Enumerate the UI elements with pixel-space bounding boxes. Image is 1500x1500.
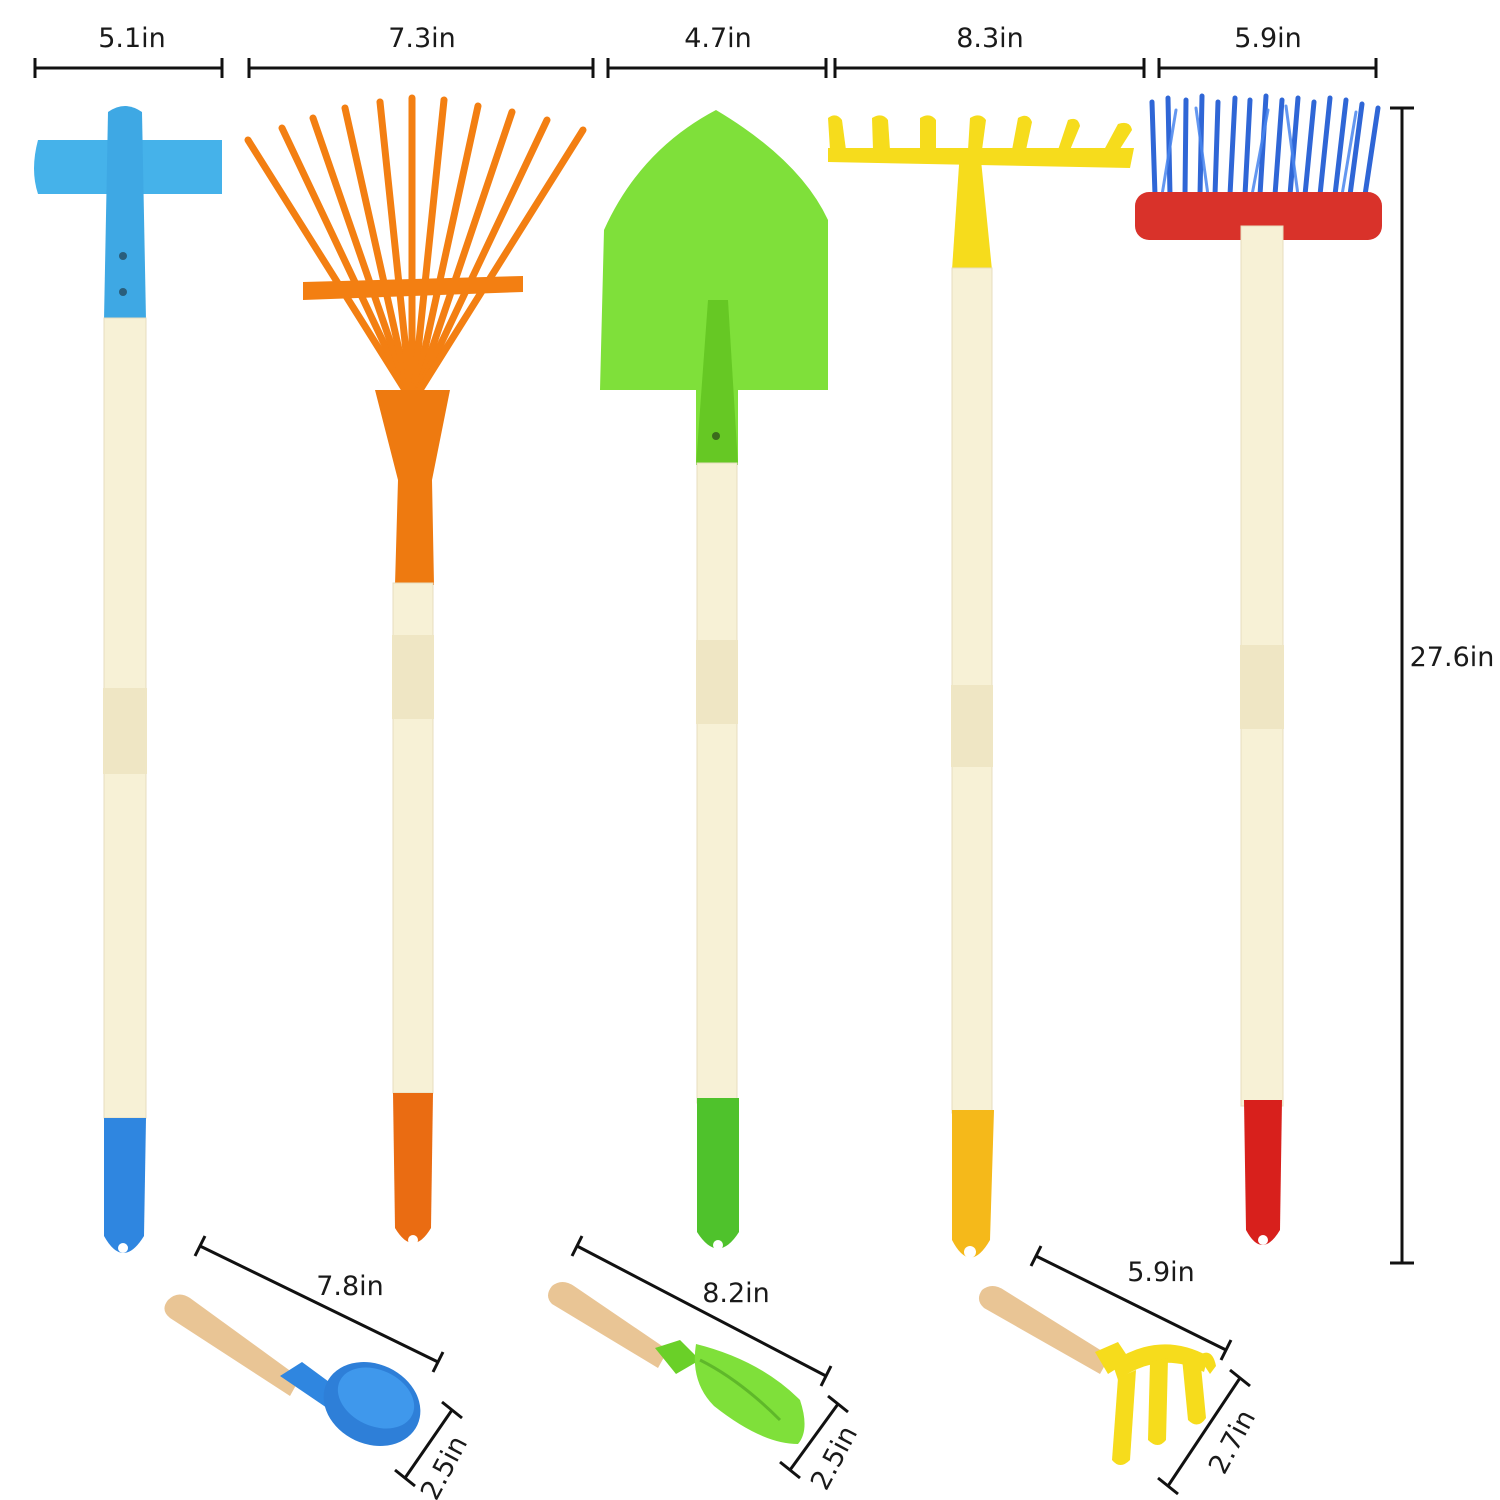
hand-rake-handle	[978, 1286, 1110, 1374]
dimension-long-tool-height: 27.6in	[1390, 106, 1495, 1265]
garden-rake-head	[828, 148, 1134, 168]
shovel-blade	[600, 110, 828, 465]
leaf-rake-neck	[375, 390, 450, 585]
scoop-handle	[164, 1294, 300, 1396]
hand-rake-head	[1112, 1344, 1216, 1465]
dimension-scoop-length: 7.8in	[193, 1235, 445, 1373]
shovel-tool	[600, 110, 828, 1250]
dimension-hand-rake-length: 5.9in	[1029, 1245, 1233, 1361]
trowel-length-label: 8.2in	[702, 1278, 770, 1309]
dimension-hand-rake-width: 2.7in	[1157, 1368, 1262, 1496]
garden-rake-width-label: 8.3in	[956, 23, 1024, 54]
hoe-handle-joint	[103, 688, 147, 774]
dimension-hoe-width: 5.1in	[33, 23, 224, 78]
hoe-tool	[34, 106, 222, 1253]
dimension-garden-rake-width: 8.3in	[833, 23, 1146, 78]
hoe-width-label: 5.1in	[98, 23, 166, 54]
garden-rake-neck	[952, 150, 992, 270]
trowel-handle	[548, 1282, 668, 1368]
hoe-grip	[104, 1118, 146, 1253]
dimension-broom-width: 5.9in	[1157, 23, 1378, 78]
scoop-tool	[164, 1294, 421, 1446]
leaf-rake-tool	[244, 94, 587, 1245]
leaf-rake-grip	[393, 1093, 433, 1243]
leaf-rake-width-label: 7.3in	[388, 23, 456, 54]
hand-rake-tool	[978, 1286, 1216, 1465]
hand-rake-width-label: 2.7in	[1203, 1405, 1262, 1479]
dimension-trowel-length: 8.2in	[570, 1235, 833, 1387]
broom-width-label: 5.9in	[1234, 23, 1302, 54]
trowel-width-label: 2.5in	[805, 1421, 864, 1495]
garden-rake-grip	[952, 1110, 994, 1258]
dimension-shovel-width: 4.7in	[606, 23, 828, 78]
leaf-rake-crossbar	[303, 276, 523, 300]
leaf-rake-tines	[244, 94, 587, 394]
broom-tool	[1135, 93, 1382, 1245]
scoop-width-label: 2.5in	[415, 1431, 474, 1500]
shovel-handle	[696, 462, 738, 1104]
garden-rake-teeth	[828, 115, 1132, 152]
trowel-tool	[548, 1282, 805, 1444]
broom-head	[1135, 192, 1382, 240]
scoop-length-label: 7.8in	[316, 1271, 384, 1302]
garden-rake-tool	[828, 115, 1134, 1258]
dimension-leaf-rake-width: 7.3in	[247, 23, 595, 78]
broom-grip	[1244, 1100, 1282, 1245]
hoe-socket	[104, 106, 146, 320]
hand-rake-length-label: 5.9in	[1127, 1257, 1195, 1288]
shovel-grip	[697, 1098, 739, 1249]
long-tool-height-label: 27.6in	[1410, 642, 1495, 673]
shovel-width-label: 4.7in	[684, 23, 752, 54]
